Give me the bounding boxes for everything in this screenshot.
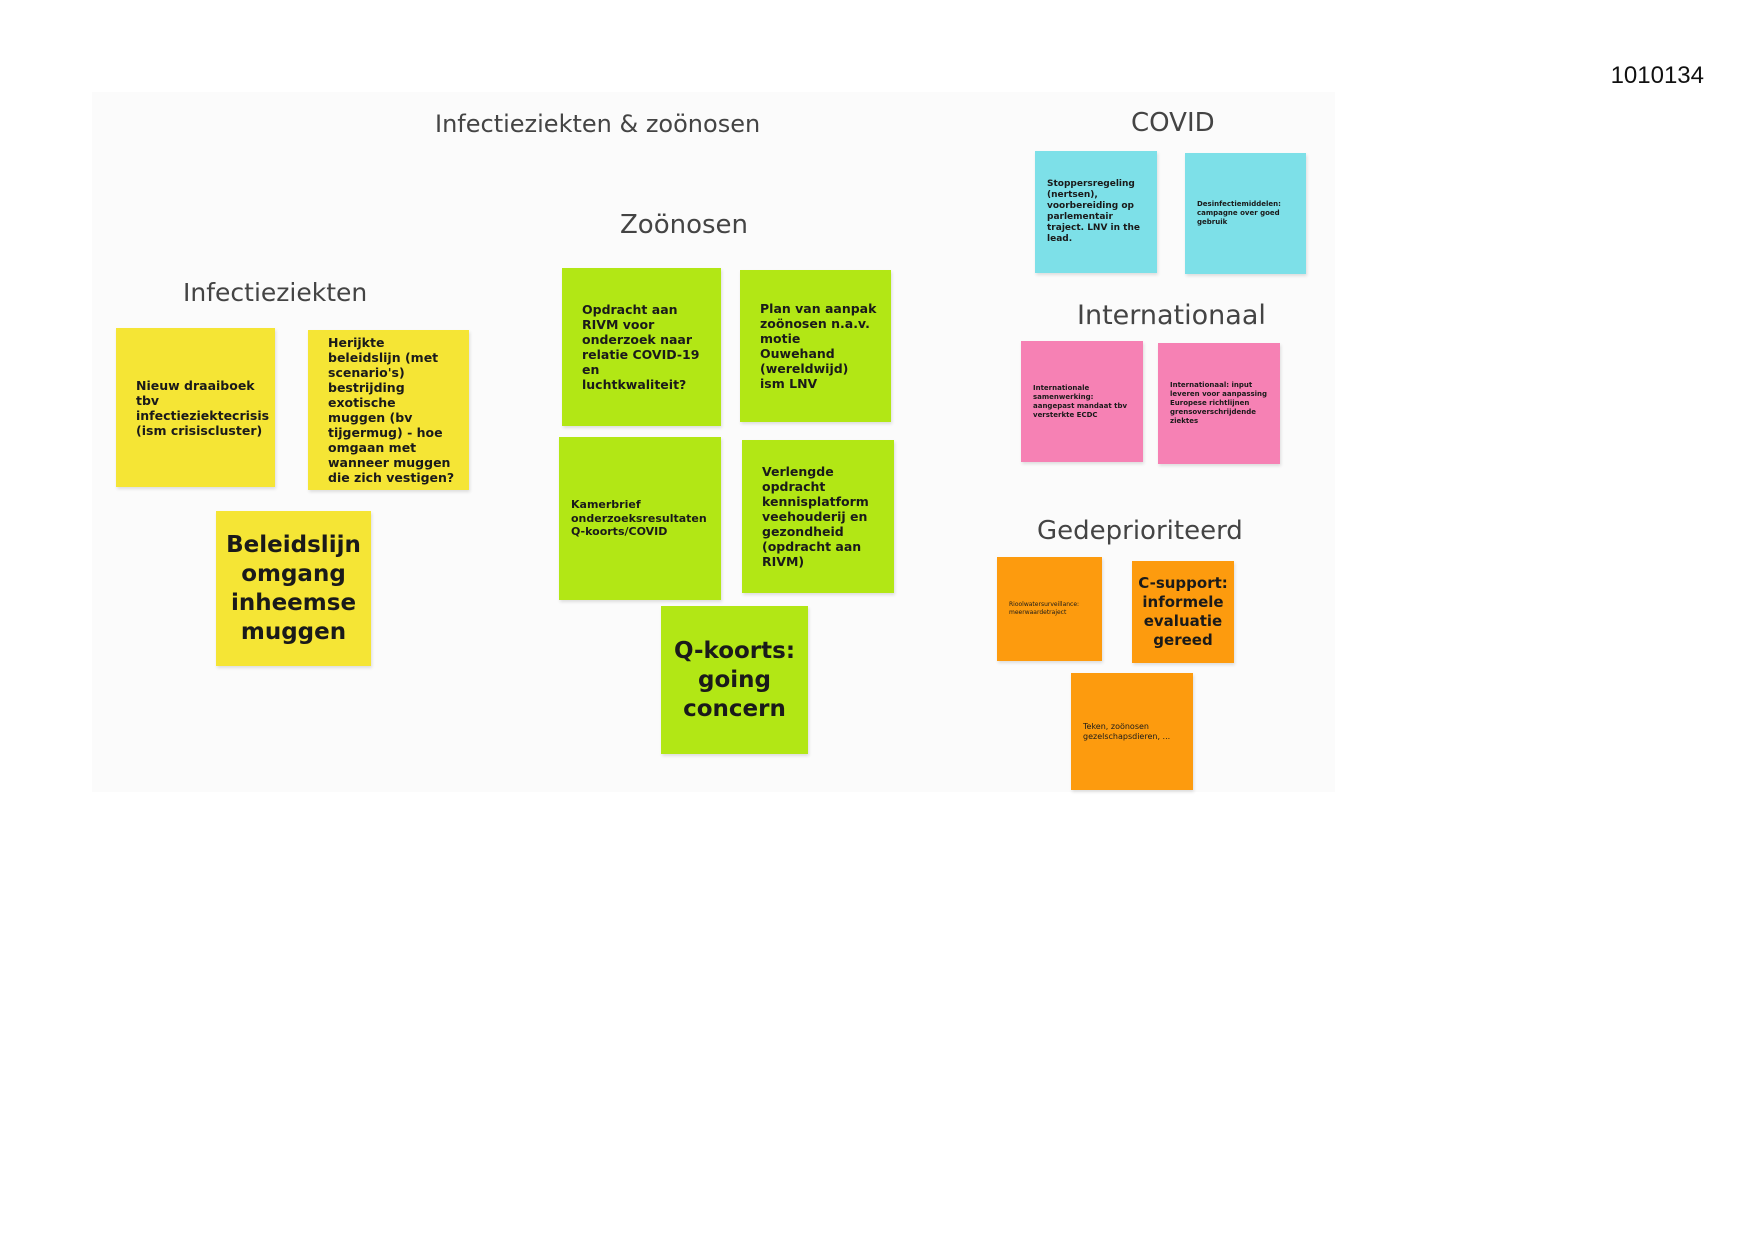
covid-heading: COVID [1131,108,1215,138]
sticky-note-desinfectiemiddelen: Desinfectiemiddelen: campagne over goed … [1185,153,1306,274]
sticky-note-plan-van-aanpak: Plan van aanpak zoönosen n.a.v. motie Ou… [740,270,891,422]
sticky-note-rivm-luchtkwaliteit: Opdracht aan RIVM voor onderzoek naar re… [562,268,721,426]
sticky-note-inheemse-muggen: Beleidslijn omgang inheemse muggen [216,511,371,666]
sticky-note-text: Q-koorts: going concern [673,637,796,722]
whiteboard: Infectieziekten & zoönosen Zoönosen Infe… [92,92,1335,792]
sticky-note-text: Herijkte beleidslijn (met scenario's) be… [328,335,455,485]
zoonosen-heading: Zoönosen [620,210,749,240]
sticky-note-text: Kamerbrief onderzoeksresultaten Q-koorts… [571,498,707,539]
sticky-note-text: Plan van aanpak zoönosen n.a.v. motie Ou… [760,301,877,391]
document-id: 1010134 [1610,62,1704,89]
sticky-note-kamerbrief: Kamerbrief onderzoeksresultaten Q-koorts… [559,437,721,600]
sticky-note-text: Desinfectiemiddelen: campagne over goed … [1197,200,1281,226]
sticky-note-kennisplatform: Verlengde opdracht kennisplatform veehou… [742,440,894,593]
sticky-note-draaiboek: Nieuw draaiboek tbv infectieziektecrisis… [116,328,275,487]
sticky-note-ecdc: Internationale samenwerking: aangepast m… [1021,341,1143,462]
infectieziekten-heading: Infectieziekten [183,278,368,307]
sticky-note-text: Rioolwatersurveillance: meerwaardetrajec… [1009,601,1080,616]
sticky-note-teken: Teken, zoönosen gezelschapsdieren, ... [1071,673,1193,790]
sticky-note-text: Verlengde opdracht kennisplatform veehou… [762,464,869,569]
sticky-note-europese-richtlijnen: Internationaal: input leveren voor aanpa… [1158,343,1280,464]
sticky-note-text: Opdracht aan RIVM voor onderzoek naar re… [582,302,700,392]
sticky-note-text: Internationaal: input leveren voor aanpa… [1170,381,1268,425]
sticky-note-text: Stoppersregeling (nertsen), voorbereidin… [1047,179,1140,244]
sticky-note-stoppersregeling: Stoppersregeling (nertsen), voorbereidin… [1035,151,1157,273]
gedeprioriteerd-heading: Gedeprioriteerd [1037,516,1243,546]
sticky-note-q-koorts: Q-koorts: going concern [661,606,808,754]
sticky-note-text: Nieuw draaiboek tbv infectieziektecrisis… [136,377,270,438]
sticky-note-text: Beleidslijn omgang inheemse muggen [226,531,361,645]
internationaal-heading: Internationaal [1077,300,1266,331]
sticky-note-text: C-support: informele evaluatie gereed [1138,574,1228,649]
sticky-note-rioolwatersurveillance: Rioolwatersurveillance: meerwaardetrajec… [997,557,1102,661]
sticky-note-text: Teken, zoönosen gezelschapsdieren, ... [1083,721,1171,741]
sticky-note-text: Internationale samenwerking: aangepast m… [1033,383,1128,419]
main-heading: Infectieziekten & zoönosen [435,110,761,138]
sticky-note-exotische-muggen: Herijkte beleidslijn (met scenario's) be… [308,330,469,490]
sticky-note-c-support: C-support: informele evaluatie gereed [1132,561,1234,663]
